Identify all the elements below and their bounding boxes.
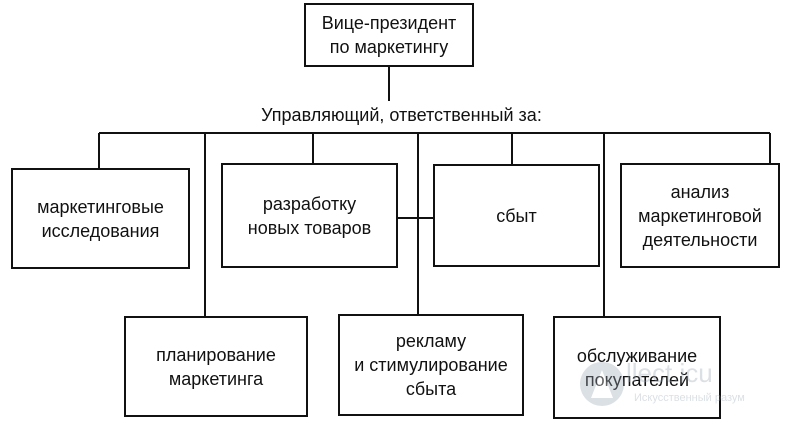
research-line2: исследования [41, 220, 160, 241]
advertising-line2: и стимулирование [354, 355, 508, 375]
service-line2: покупателей [584, 369, 690, 390]
new-products-line1: разработку [262, 193, 357, 214]
customer-service-box: обслуживание покупателей [553, 316, 721, 419]
vp-line2: по маркетингу [329, 37, 449, 57]
planning-box: планирование маркетинга [124, 316, 308, 417]
new-products-box: разработку новых товаров [221, 163, 398, 268]
watermark-text: llect.icu [626, 358, 713, 388]
watermark: llect.icu Искусственный разум [578, 350, 803, 420]
sales-line1: сбыт [496, 205, 537, 226]
planning-line2: маркетинга [168, 368, 264, 389]
advertising-box: рекламу и стимулирование сбыта [338, 314, 524, 416]
advertising-line1: рекламу [395, 331, 467, 351]
analysis-line2: маркетинговой [638, 205, 762, 226]
vp-marketing-box: Вице-президент по маркетингу [304, 3, 474, 67]
planning-line1: планирование [156, 344, 276, 365]
watermark-subtitle: Искусственный разум [634, 392, 745, 404]
service-line1: обслуживание [576, 345, 698, 366]
watermark-logo-icon [580, 362, 624, 406]
sales-box: сбыт [433, 164, 600, 267]
analysis-box: анализ маркетинговой деятельности [620, 163, 780, 268]
advertising-line3: сбыта [405, 379, 457, 399]
vp-line1: Вице-президент [321, 13, 457, 33]
new-products-line2: новых товаров [247, 217, 372, 238]
research-box: маркетинговые исследования [11, 168, 190, 269]
analysis-line1: анализ [670, 181, 730, 202]
analysis-line3: деятельности [642, 229, 758, 250]
manager-caption: Управляющий, ответственный за: [261, 105, 542, 125]
research-line1: маркетинговые [37, 196, 164, 217]
